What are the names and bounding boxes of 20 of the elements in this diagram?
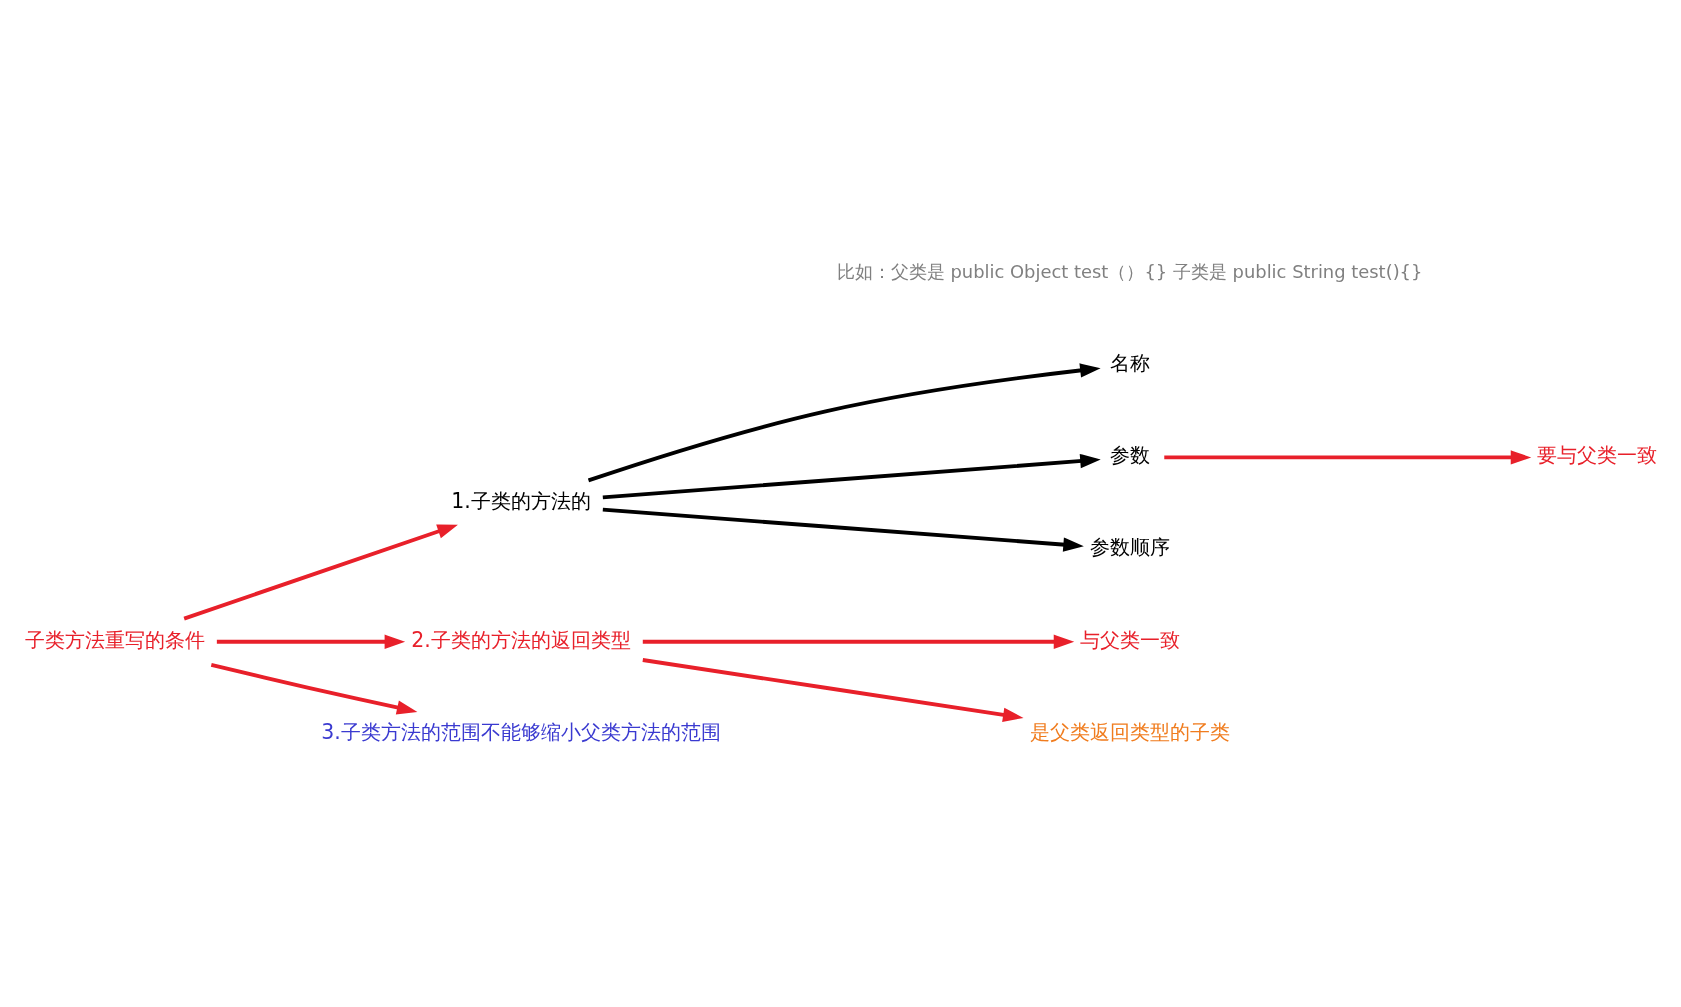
arrow: [183, 524, 458, 621]
arrow: [602, 453, 1101, 500]
node-text: 2.子类的方法的返回类型: [410, 627, 631, 652]
arrow: [642, 634, 1074, 649]
node-text: 3.子类方法的范围不能够缩小父类方法的范围: [320, 719, 721, 744]
node-text: 是父类返回类型的子类: [1029, 719, 1230, 744]
arrow: [210, 662, 417, 715]
arrow: [1163, 450, 1531, 465]
arrow: [216, 634, 405, 649]
node-text: 参数: [1109, 443, 1150, 468]
node-text: 参数顺序: [1089, 535, 1170, 560]
node-text: 与父类一致: [1079, 627, 1180, 652]
node-text: 名称: [1109, 351, 1150, 376]
node-text: 子类方法重写的条件: [24, 627, 205, 652]
arrow: [642, 658, 1024, 722]
node-text: 1.子类的方法的: [450, 489, 591, 514]
arrow: [587, 363, 1101, 483]
arrow: [602, 507, 1084, 552]
node-text: 要与父类一致: [1536, 443, 1657, 468]
label: 比如：父类是 public Object test（）{} 子类是 public String test(){}: [836, 260, 1422, 282]
